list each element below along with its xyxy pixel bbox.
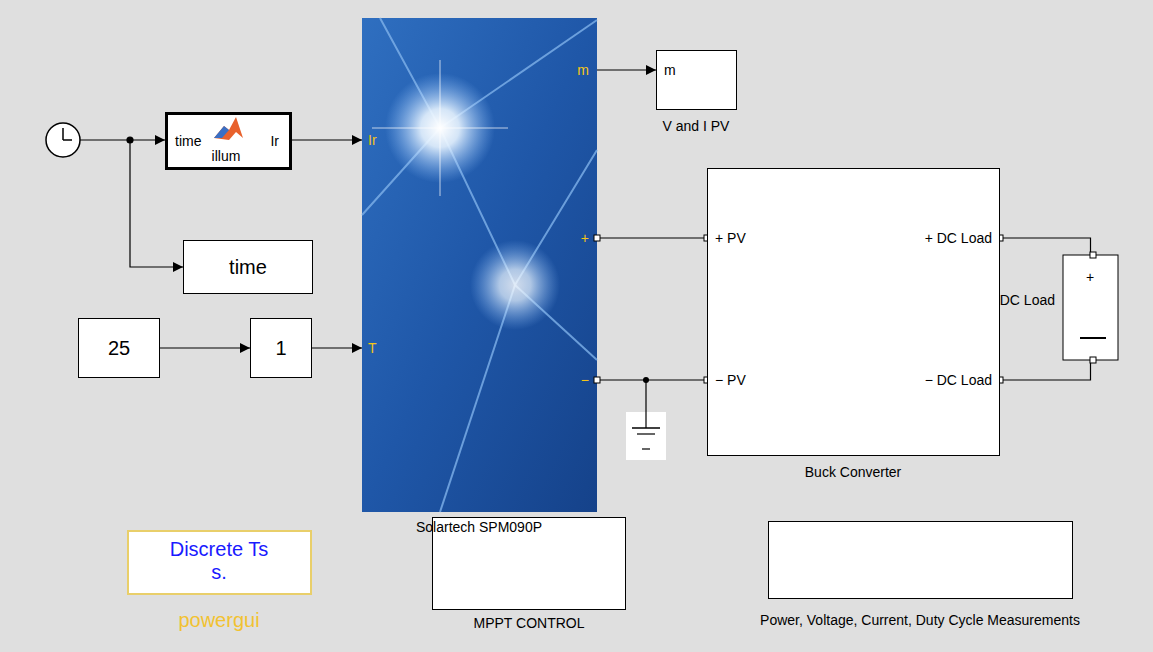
- solar-panel-block: mIr+T−Solartech SPM090P: [362, 18, 597, 512]
- load-block: +DC Load: [1063, 255, 1118, 360]
- port-label: time: [175, 133, 201, 149]
- port-label: Ir: [368, 132, 377, 148]
- workspace-block: time: [183, 240, 313, 294]
- function-block-ground: [165, 112, 292, 170]
- port-label: m: [664, 62, 676, 78]
- block-text: 25: [108, 337, 130, 360]
- physical-wire: [597, 237, 707, 238]
- signal-line: [597, 69, 656, 70]
- port-label: +: [581, 230, 589, 246]
- gain-block: 1: [250, 318, 312, 378]
- port-label: −: [581, 372, 589, 388]
- port-label: Ir: [270, 133, 279, 149]
- block-name: DC Load: [1000, 292, 1055, 308]
- port-label: − PV: [715, 372, 746, 388]
- block-text: time: [229, 256, 267, 279]
- port-label: m: [577, 62, 589, 78]
- converter-block: + PV+ DC Load− PV− DC LoadBuck Converter: [707, 168, 1000, 456]
- block-name: Solartech SPM090P: [416, 519, 542, 535]
- port-label: + DC Load: [925, 230, 992, 246]
- block-text: 1: [275, 337, 286, 360]
- block-name: powergui: [178, 609, 259, 632]
- subsystem-block: Power, Voltage, Current, Duty Cycle Meas…: [768, 521, 1073, 599]
- block-name: MPPT CONTROL: [474, 615, 585, 631]
- signal-line: [312, 347, 362, 348]
- port-label: + PV: [715, 230, 746, 246]
- physical-wire: [1000, 238, 1091, 255]
- physical-wire: [597, 379, 707, 380]
- matlab-icon: [214, 117, 243, 140]
- block-text: +: [1086, 269, 1094, 285]
- port-label: T: [368, 340, 377, 356]
- block-text: illum: [212, 148, 241, 164]
- scope-block: mV and I PV: [656, 50, 737, 110]
- clock-symbol: [46, 123, 80, 157]
- solar-panel-picture: [362, 18, 597, 512]
- signal-line: [160, 347, 250, 348]
- port-label: − DC Load: [925, 372, 992, 388]
- block-name: Buck Converter: [805, 464, 901, 480]
- dc-load-symbol: [1063, 255, 1118, 360]
- block-text: Discrete Ts s.: [169, 538, 269, 584]
- block-name: V and I PV: [663, 118, 730, 134]
- signal-line: [292, 139, 362, 140]
- ground-symbol: [626, 377, 666, 460]
- block-name: Power, Voltage, Current, Duty Cycle Meas…: [760, 612, 1080, 628]
- physical-wire: [1000, 360, 1091, 380]
- powergui-block: Discrete Ts s.powergui: [127, 530, 312, 595]
- constant-block: 25: [78, 318, 160, 378]
- function-block: time illum Ir: [165, 112, 292, 170]
